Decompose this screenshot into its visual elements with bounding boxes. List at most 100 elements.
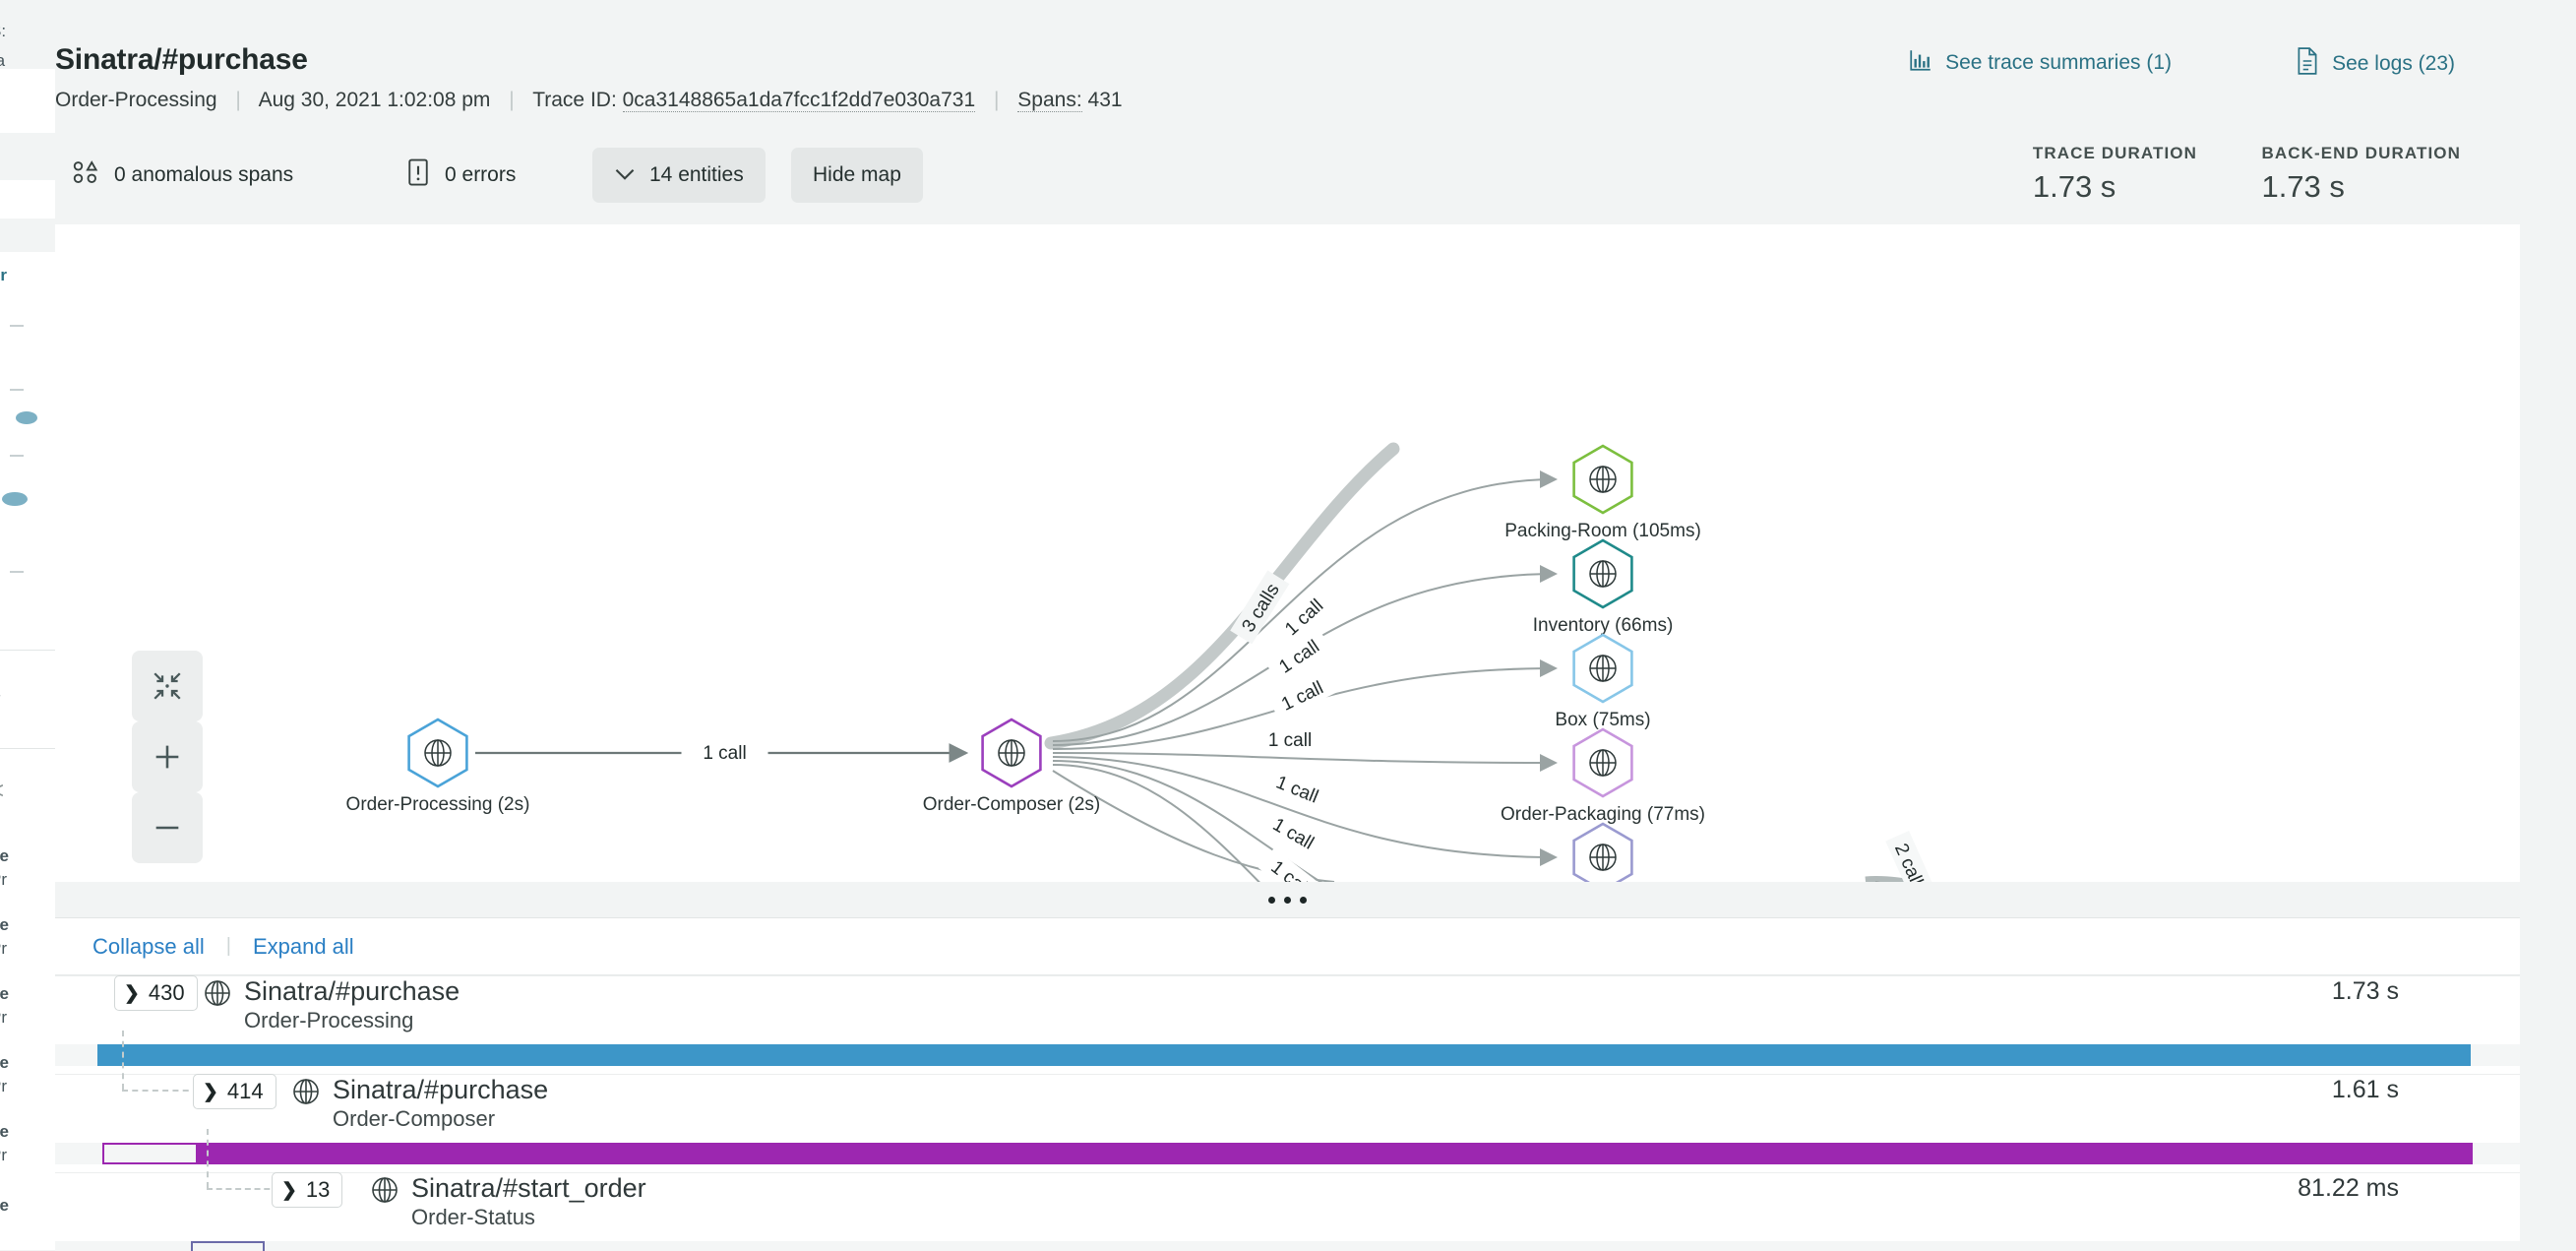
map-node-order-processing[interactable]: Order-Processing (2s)	[346, 718, 530, 815]
map-node-order-packaging[interactable]: Order-Packaging (77ms)	[1501, 727, 1705, 825]
globe-icon	[998, 739, 1025, 767]
toolbar-divider: |	[225, 935, 231, 957]
errors-button[interactable]: 0 errors	[398, 148, 537, 203]
document-icon	[2295, 47, 2320, 81]
svg-text:2 calls: 2 calls	[1890, 841, 1931, 882]
globe-icon	[1589, 844, 1617, 871]
map-edge-label: 1 call	[1258, 726, 1321, 752]
meta-divider-2: |	[509, 89, 515, 111]
span-service-name: Order-Processing	[244, 1008, 414, 1032]
backend-duration-value: 1.73 s	[2261, 169, 2345, 204]
map-edge-label: 1 call	[703, 743, 746, 764]
tree-connector	[207, 1129, 209, 1188]
meta-timestamp: Aug 30, 2021 1:02:08 pm	[258, 89, 491, 111]
row-divider	[55, 1074, 2520, 1075]
globe-icon	[1589, 560, 1617, 588]
map-node-label: Box (75ms)	[1555, 710, 1650, 730]
meta-divider-3: |	[993, 89, 1000, 111]
trace-duration-value: 1.73 s	[2032, 169, 2116, 204]
row-divider	[55, 1172, 2520, 1173]
hide-map-label: Hide map	[813, 163, 901, 186]
backend-duration-stat: BACK-END DURATION 1.73 s	[2261, 144, 2461, 205]
child-span-count: 13	[305, 1177, 331, 1202]
globe-icon	[1589, 749, 1617, 777]
globe-icon	[370, 1175, 399, 1205]
drag-dot	[1284, 896, 1291, 904]
span-timeline-bar[interactable]	[101, 1143, 2474, 1164]
map-edge	[1052, 756, 1558, 866]
map-edge	[1052, 764, 1260, 882]
expand-span-button[interactable]: ❯ 414	[193, 1074, 276, 1109]
entities-dropdown-button[interactable]: 14 entities	[592, 148, 766, 203]
entities-label: 14 entities	[649, 163, 744, 186]
trace-meta: Order-Processing | Aug 30, 2021 1:02:08 …	[55, 89, 1123, 112]
span-timeline-bar-outline	[190, 1241, 265, 1251]
service-map[interactable]: Order-Processing (2s) Order-Composer (2s)…	[55, 224, 2520, 882]
map-node-inventory[interactable]: Inventory (66ms)	[1533, 538, 1674, 636]
zoom-in-button[interactable]	[132, 721, 203, 792]
fit-screen-icon	[153, 672, 181, 700]
map-node-label: Order-Composer (2s)	[923, 794, 1101, 815]
map-edge-label: 2 calls	[1885, 831, 1938, 882]
span-duration: 1.73 s	[2331, 977, 2399, 1005]
map-edge	[1052, 470, 1558, 742]
span-timeline-bar-outline	[101, 1143, 199, 1164]
fit-to-screen-button[interactable]	[132, 651, 203, 721]
meta-trace-id-label: Trace ID:	[532, 89, 617, 111]
service-map-canvas: Order-Processing (2s) Order-Composer (2s)…	[346, 442, 1938, 882]
error-icon	[405, 157, 431, 193]
left-background-strip: S: ra s ur tr < lle Pr lle Pr lle Pr lle…	[0, 0, 55, 1250]
expand-span-button[interactable]: ❯ 13	[272, 1172, 343, 1208]
meta-spans-count: 431	[1087, 89, 1123, 111]
bar-chart-icon	[1908, 47, 1933, 79]
span-timeline-track	[55, 1241, 2520, 1251]
globe-icon	[203, 978, 232, 1008]
meta-trace-id[interactable]: 0ca3148865a1da7fcc1f2dd7e030a731	[622, 89, 976, 112]
child-span-count: 414	[226, 1079, 264, 1103]
map-resize-handle[interactable]	[55, 882, 2520, 917]
tree-connector	[122, 1090, 199, 1092]
drag-dot	[1268, 896, 1275, 904]
trace-detail-panel: Sinatra/#purchase Order-Processing | Aug…	[55, 0, 2576, 1251]
span-operation-name: Sinatra/#purchase	[333, 1075, 549, 1104]
meta-service: Order-Processing	[55, 89, 217, 111]
anomalous-spans-icon	[71, 157, 100, 193]
chevron-right-icon: ❯	[203, 1081, 218, 1102]
svg-text:1 call: 1 call	[1268, 730, 1312, 751]
trace-duration-label: TRACE DURATION	[2032, 144, 2197, 162]
trace-duration-stat: TRACE DURATION 1.73 s	[2033, 144, 2197, 205]
expand-span-button[interactable]: ❯430	[114, 975, 198, 1011]
plus-icon	[155, 745, 179, 769]
map-node-box[interactable]: Box (75ms)	[1555, 633, 1651, 730]
map-node-packing-room[interactable]: Packing-Room (105ms)	[1504, 444, 1701, 541]
span-service-name: Order-Composer	[333, 1106, 496, 1131]
hide-map-button[interactable]: Hide map	[791, 148, 923, 203]
expand-all-link[interactable]: Expand all	[252, 933, 354, 959]
see-logs-link[interactable]: See logs (23)	[2295, 47, 2455, 81]
span-operation-name: Sinatra/#purchase	[244, 976, 460, 1006]
tree-connector	[207, 1188, 279, 1190]
tree-connector	[122, 1031, 124, 1090]
see-trace-summaries-link[interactable]: See trace summaries (1)	[1908, 47, 2172, 79]
chevron-right-icon: ❯	[124, 982, 140, 1004]
meta-spans-label: Spans:	[1017, 89, 1082, 112]
span-service-name: Order-Status	[411, 1205, 535, 1229]
map-node-order-composer[interactable]: Order-Composer (2s)	[923, 718, 1101, 815]
see-trace-summaries-label: See trace summaries (1)	[1945, 51, 2172, 74]
span-timeline-bar[interactable]	[96, 1044, 2471, 1066]
globe-icon	[1589, 466, 1617, 493]
span-operation-name: Sinatra/#start_order	[411, 1173, 646, 1203]
page-title: Sinatra/#purchase	[55, 43, 308, 76]
anomalous-spans-button[interactable]: 0 anomalous spans	[63, 148, 315, 203]
collapse-all-link[interactable]: Collapse all	[92, 933, 205, 959]
map-edge	[1052, 752, 1558, 772]
map-node-order-assembly[interactable]: Order-Assembly (84ms)	[1503, 822, 1702, 882]
trace-toolbar: 0 anomalous spans 0 errors 14 entities H…	[55, 144, 2576, 219]
map-node-label: Order-Processing (2s)	[346, 794, 530, 815]
row-divider	[55, 975, 2520, 976]
span-duration: 1.61 s	[2331, 1076, 2399, 1103]
chevron-right-icon: ❯	[281, 1179, 297, 1201]
globe-icon	[1589, 655, 1617, 682]
chevron-down-icon	[614, 163, 636, 187]
zoom-out-button[interactable]	[132, 792, 203, 863]
